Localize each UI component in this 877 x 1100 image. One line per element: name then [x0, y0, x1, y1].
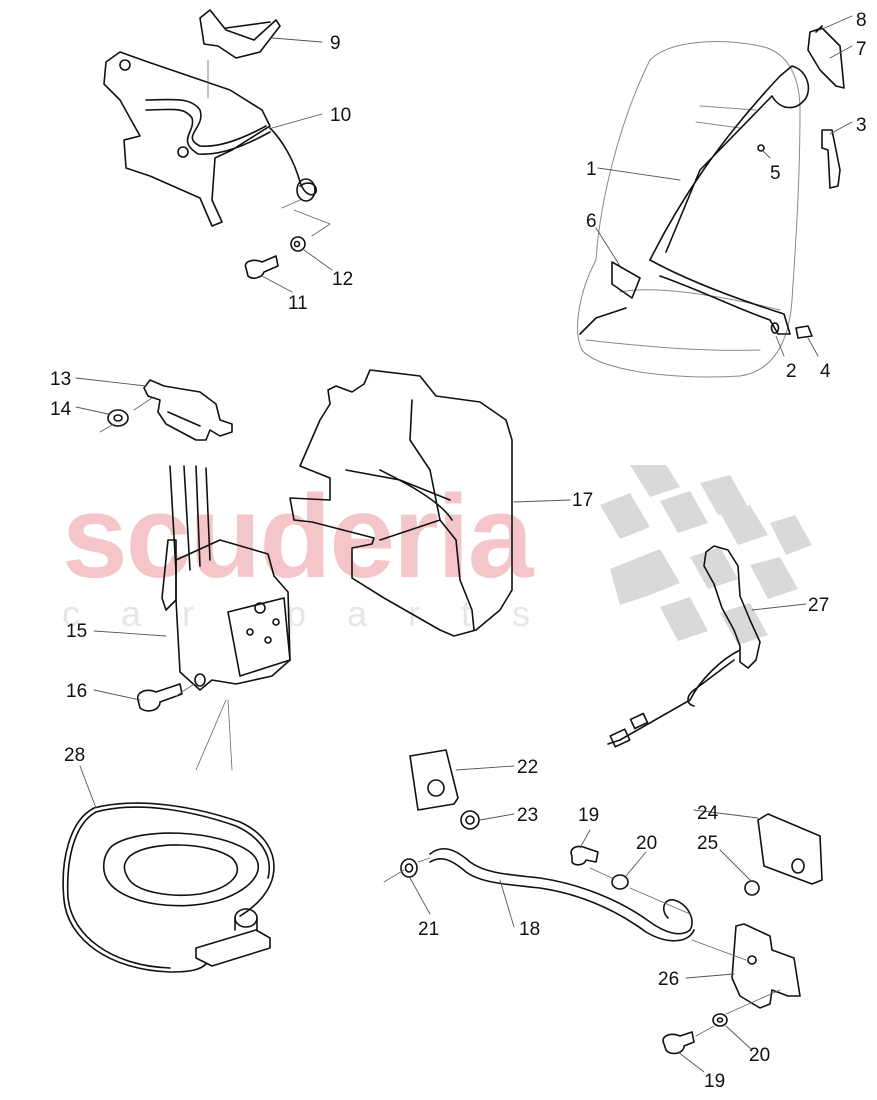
checkered-flag-watermark: [600, 465, 812, 645]
callout-6[interactable]: 6: [586, 211, 597, 232]
callout-28[interactable]: 28: [64, 745, 86, 766]
callout-2[interactable]: 2: [786, 361, 797, 382]
callout-20[interactable]: 20: [636, 833, 658, 854]
callout-7[interactable]: 7: [856, 39, 867, 60]
callout-24[interactable]: 24: [697, 803, 719, 824]
callout-20b[interactable]: 20: [749, 1045, 771, 1066]
belt-buckle-illustration: [607, 545, 761, 748]
callout-17[interactable]: 17: [572, 490, 594, 511]
callout-3[interactable]: 3: [856, 115, 867, 136]
callout-10[interactable]: 10: [330, 105, 352, 126]
callout-4[interactable]: 4: [820, 361, 831, 382]
wiring-harness-illustration: [62, 802, 275, 973]
callout-9[interactable]: 9: [330, 33, 341, 54]
callout-8[interactable]: 8: [856, 10, 867, 31]
callout-27[interactable]: 27: [808, 595, 830, 616]
guide-loop-illustration: [99, 379, 233, 441]
callout-25[interactable]: 25: [697, 833, 719, 854]
callout-5[interactable]: 5: [770, 163, 781, 184]
callout-19b[interactable]: 19: [704, 1071, 726, 1092]
callout-15[interactable]: 15: [66, 621, 88, 642]
seat-belt-illustration: [577, 25, 845, 378]
callout-23[interactable]: 23: [517, 805, 539, 826]
callout-22[interactable]: 22: [517, 757, 539, 778]
callout-13[interactable]: 13: [50, 369, 72, 390]
callout-26[interactable]: 26: [658, 969, 680, 990]
watermark-subtitle: car parts: [62, 593, 572, 634]
callout-14[interactable]: 14: [50, 399, 72, 420]
callout-16[interactable]: 16: [66, 681, 88, 702]
guide-bracket-illustration: [103, 9, 331, 279]
callout-21[interactable]: 21: [418, 919, 440, 940]
callout-11[interactable]: 11: [288, 293, 308, 314]
callout-1[interactable]: 1: [586, 159, 597, 180]
callout-19[interactable]: 19: [578, 805, 600, 826]
belt-retractor-illustration: [136, 465, 291, 771]
anchor-rail-illustration: [383, 749, 823, 1055]
callout-18[interactable]: 18: [519, 919, 541, 940]
retractor-cover-illustration: [289, 369, 513, 637]
callout-12[interactable]: 12: [332, 269, 354, 290]
